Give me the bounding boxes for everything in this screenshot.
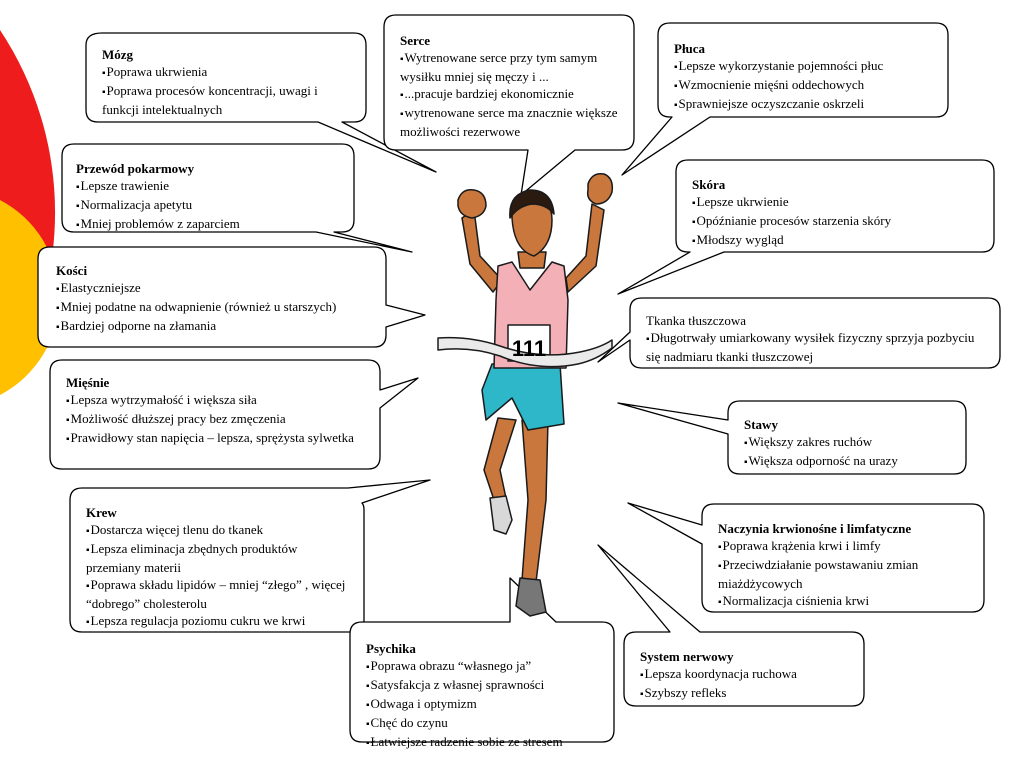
box-tkanka: Tkanka tłuszczowa Długotrwały umiarkowan…	[632, 306, 998, 371]
box-stawy-title: Stawy	[744, 417, 778, 432]
box-pluca: Płuca Lepsze wykorzystanie pojemności pł…	[660, 34, 948, 120]
box-przewod-item: Mniej problemów z zaparciem	[76, 215, 342, 234]
box-psychika-item: Łatwiejsze radzenie sobie ze stresem	[366, 733, 602, 752]
box-miesnie: Mięśnie Lepsza wytrzymałość i większa si…	[52, 368, 370, 454]
box-krew-item: Poprawa składu lipidów – mniej “złego” ,…	[86, 576, 352, 612]
box-mozg-item: Poprawa procesów koncentracji, uwagi i f…	[102, 82, 348, 118]
box-krew-item: Dostarcza więcej tlenu do tkanek	[86, 521, 352, 540]
box-krew-title: Krew	[86, 505, 117, 520]
box-przewod-title: Przewód pokarmowy	[76, 161, 195, 176]
box-tkanka-title: Tkanka tłuszczowa	[646, 313, 746, 328]
box-miesnie-item: Możliwość dłuższej pracy bez zmęczenia	[66, 410, 360, 429]
box-mozg-title: Mózg	[102, 47, 134, 62]
box-krew: Krew Dostarcza więcej tlenu do tkanek Le…	[72, 498, 362, 637]
box-serce: Serce Wytrenowane serce przy tym samym w…	[386, 26, 632, 146]
box-psychika-title: Psychika	[366, 641, 416, 656]
box-kosci-item: Mniej podatne na odwapnienie (również u …	[56, 298, 376, 317]
box-serce-item: wytrenowane serce ma znacznie większe mo…	[400, 104, 622, 140]
box-psychika-item: Poprawa obrazu “własnego ja”	[366, 657, 602, 676]
box-pluca-item: Lepsze wykorzystanie pojemności płuc	[674, 57, 938, 76]
box-skora-item: Opóźnianie procesów starzenia skóry	[692, 212, 982, 231]
box-kosci-item: Elastyczniejsze	[56, 279, 376, 298]
box-mozg: Mózg Poprawa ukrwienia Poprawa procesów …	[88, 40, 358, 124]
box-psychika: Psychika Poprawa obrazu “własnego ja” Sa…	[352, 634, 612, 758]
box-naczynia-title: Naczynia krwionośne i limfatyczne	[718, 521, 912, 536]
box-nerwowy-item: Szybszy refleks	[640, 684, 852, 703]
box-skora: Skóra Lepsze ukrwienie Opóźnianie proces…	[678, 170, 992, 256]
box-krew-item: Lepsza regulacja poziomu cukru we krwi	[86, 612, 352, 631]
box-przewod-item: Normalizacja apetytu	[76, 196, 342, 215]
box-serce-title: Serce	[400, 33, 431, 48]
box-naczynia-item: Przeciwdziałanie powstawaniu zmian miażd…	[718, 556, 972, 592]
box-naczynia-item: Poprawa krążenia krwi i limfy	[718, 537, 972, 556]
box-pluca-title: Płuca	[674, 41, 706, 56]
box-serce-item: ...pracuje bardziej ekonomicznie	[400, 85, 622, 104]
box-psychika-item: Odwaga i optymizm	[366, 695, 602, 714]
box-pluca-item: Sprawniejsze oczyszczanie oskrzeli	[674, 95, 938, 114]
box-nerwowy: System nerwowy Lepsza koordynacja ruchow…	[626, 642, 862, 709]
box-krew-item: Lepsza eliminacja zbędnych produktów prz…	[86, 540, 352, 576]
box-pluca-item: Wzmocnienie mięśni oddechowych	[674, 76, 938, 95]
box-naczynia: Naczynia krwionośne i limfatyczne Popraw…	[704, 514, 982, 617]
box-nerwowy-title: System nerwowy	[640, 649, 734, 664]
box-stawy: Stawy Większy zakres ruchów Większa odpo…	[730, 410, 964, 477]
box-skora-title: Skóra	[692, 177, 726, 192]
box-nerwowy-item: Lepsza koordynacja ruchowa	[640, 665, 852, 684]
box-serce-item: Wytrenowane serce przy tym samym wysiłku…	[400, 49, 622, 85]
box-tkanka-item: Długotrwały umiarkowany wysiłek fizyczny…	[646, 329, 988, 365]
runner-figure	[437, 172, 614, 617]
box-mozg-item: Poprawa ukrwienia	[102, 63, 348, 82]
box-psychika-item: Satysfakcja z własnej sprawności	[366, 676, 602, 695]
box-miesnie-title: Mięśnie	[66, 375, 110, 390]
box-psychika-item: Chęć do czynu	[366, 714, 602, 733]
bib-number: 111	[512, 336, 546, 361]
box-przewod-item: Lepsze trawienie	[76, 177, 342, 196]
box-skora-item: Młodszy wygląd	[692, 231, 982, 250]
box-miesnie-item: Lepsza wytrzymałość i większa siła	[66, 391, 360, 410]
box-kosci-item: Bardziej odporne na złamania	[56, 317, 376, 336]
box-kosci-title: Kości	[56, 263, 88, 278]
box-miesnie-item: Prawidłowy stan napięcia – lepsza, spręż…	[66, 429, 360, 448]
box-stawy-item: Większy zakres ruchów	[744, 433, 954, 452]
box-kosci: Kości Elastyczniejsze Mniej podatne na o…	[40, 256, 386, 342]
box-przewod: Przewód pokarmowy Lepsze trawienie Norma…	[62, 154, 352, 240]
box-stawy-item: Większa odporność na urazy	[744, 452, 954, 471]
box-naczynia-item: Normalizacja ciśnienia krwi	[718, 592, 972, 611]
box-skora-item: Lepsze ukrwienie	[692, 193, 982, 212]
